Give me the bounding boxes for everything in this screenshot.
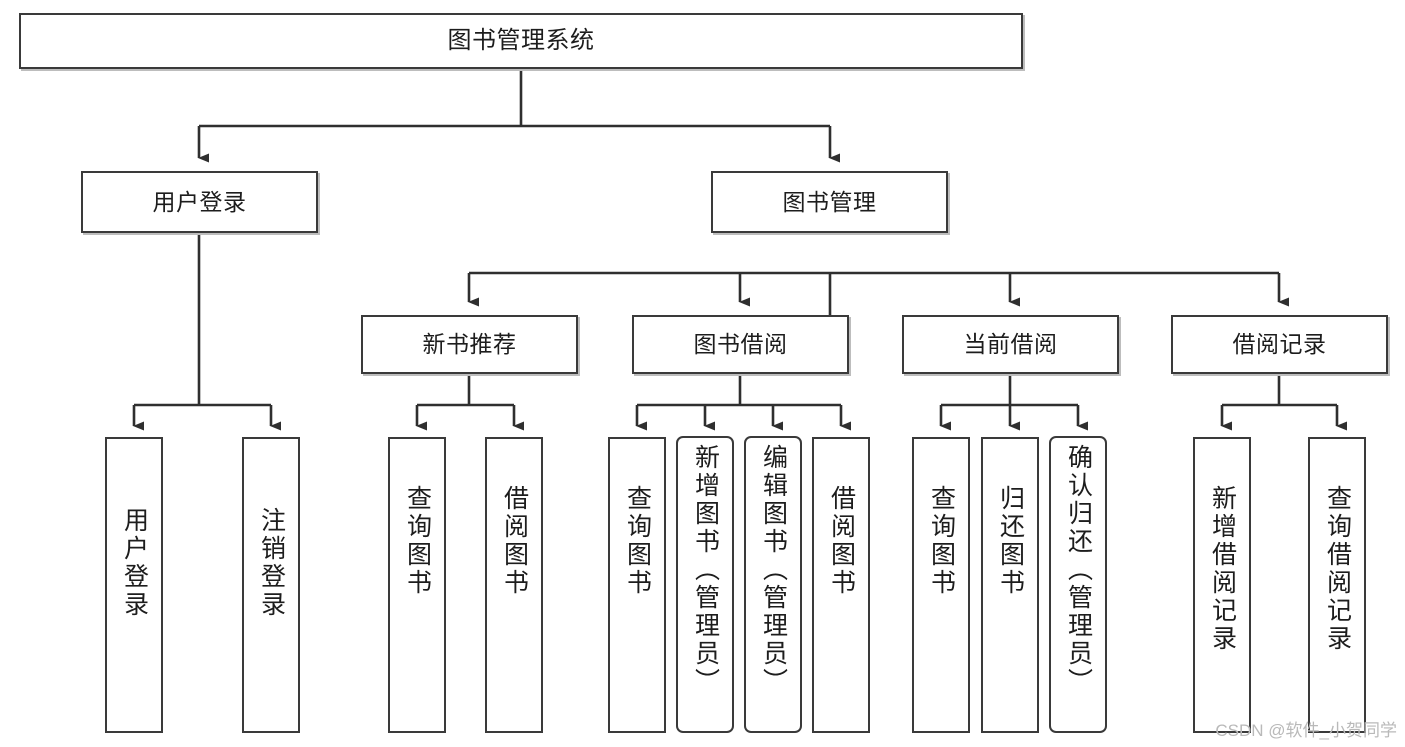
node-label: 图书管理系统 [447, 27, 595, 55]
node-label: 用户登录 [152, 188, 247, 215]
node-root-book-management-system[interactable]: 图书管理系统 [19, 13, 1023, 69]
node-label: 借阅图书 [827, 485, 856, 597]
node-leaf-query-book-borrowing[interactable]: 查询图书 [608, 437, 666, 733]
node-leaf-borrow-book-borrowing[interactable]: 借阅图书 [812, 437, 870, 733]
node-borrow-record[interactable]: 借阅记录 [1171, 315, 1388, 374]
node-label: 查询图书 [927, 485, 956, 597]
node-label: 查询借阅记录 [1323, 485, 1352, 653]
node-leaf-query-book-recommendation[interactable]: 查询图书 [388, 437, 446, 733]
node-leaf-borrow-book-recommendation[interactable]: 借阅图书 [485, 437, 543, 733]
node-leaf-logout[interactable]: 注销登录 [242, 437, 300, 733]
node-label: 查询图书 [623, 485, 652, 597]
node-leaf-query-borrow-record[interactable]: 查询借阅记录 [1308, 437, 1366, 733]
node-label: 新增图书（管理员） [691, 444, 720, 696]
node-book-borrowing[interactable]: 图书借阅 [632, 315, 849, 374]
node-label: 当前借阅 [963, 331, 1058, 358]
node-label: 查询图书 [403, 485, 432, 597]
node-label: 注销登录 [257, 507, 286, 619]
node-label: 新增借阅记录 [1208, 485, 1237, 653]
node-book-management[interactable]: 图书管理 [711, 171, 948, 233]
node-new-book-recommendation[interactable]: 新书推荐 [361, 315, 578, 374]
node-leaf-edit-book-admin[interactable]: 编辑图书（管理员） [744, 436, 802, 733]
node-label: 归还图书 [996, 485, 1025, 597]
node-label: 图书借阅 [693, 331, 788, 358]
node-leaf-confirm-return-admin[interactable]: 确认归还（管理员） [1049, 436, 1107, 733]
node-leaf-add-book-admin[interactable]: 新增图书（管理员） [676, 436, 734, 733]
node-label: 新书推荐 [422, 331, 517, 358]
node-label: 确认归还（管理员） [1064, 444, 1093, 696]
csdn-watermark: CSDN @软件_小贺同学 [1215, 721, 1397, 740]
node-leaf-return-book[interactable]: 归还图书 [981, 437, 1039, 733]
node-label: 借阅记录 [1232, 331, 1327, 358]
node-leaf-user-login[interactable]: 用户登录 [105, 437, 163, 733]
node-label: 图书管理 [782, 188, 877, 215]
node-user-login[interactable]: 用户登录 [81, 171, 318, 233]
node-leaf-add-borrow-record[interactable]: 新增借阅记录 [1193, 437, 1251, 733]
node-label: 借阅图书 [500, 485, 529, 597]
node-leaf-query-book-current[interactable]: 查询图书 [912, 437, 970, 733]
node-current-borrowing[interactable]: 当前借阅 [902, 315, 1119, 374]
node-label: 编辑图书（管理员） [759, 444, 788, 696]
node-label: 用户登录 [120, 507, 149, 619]
